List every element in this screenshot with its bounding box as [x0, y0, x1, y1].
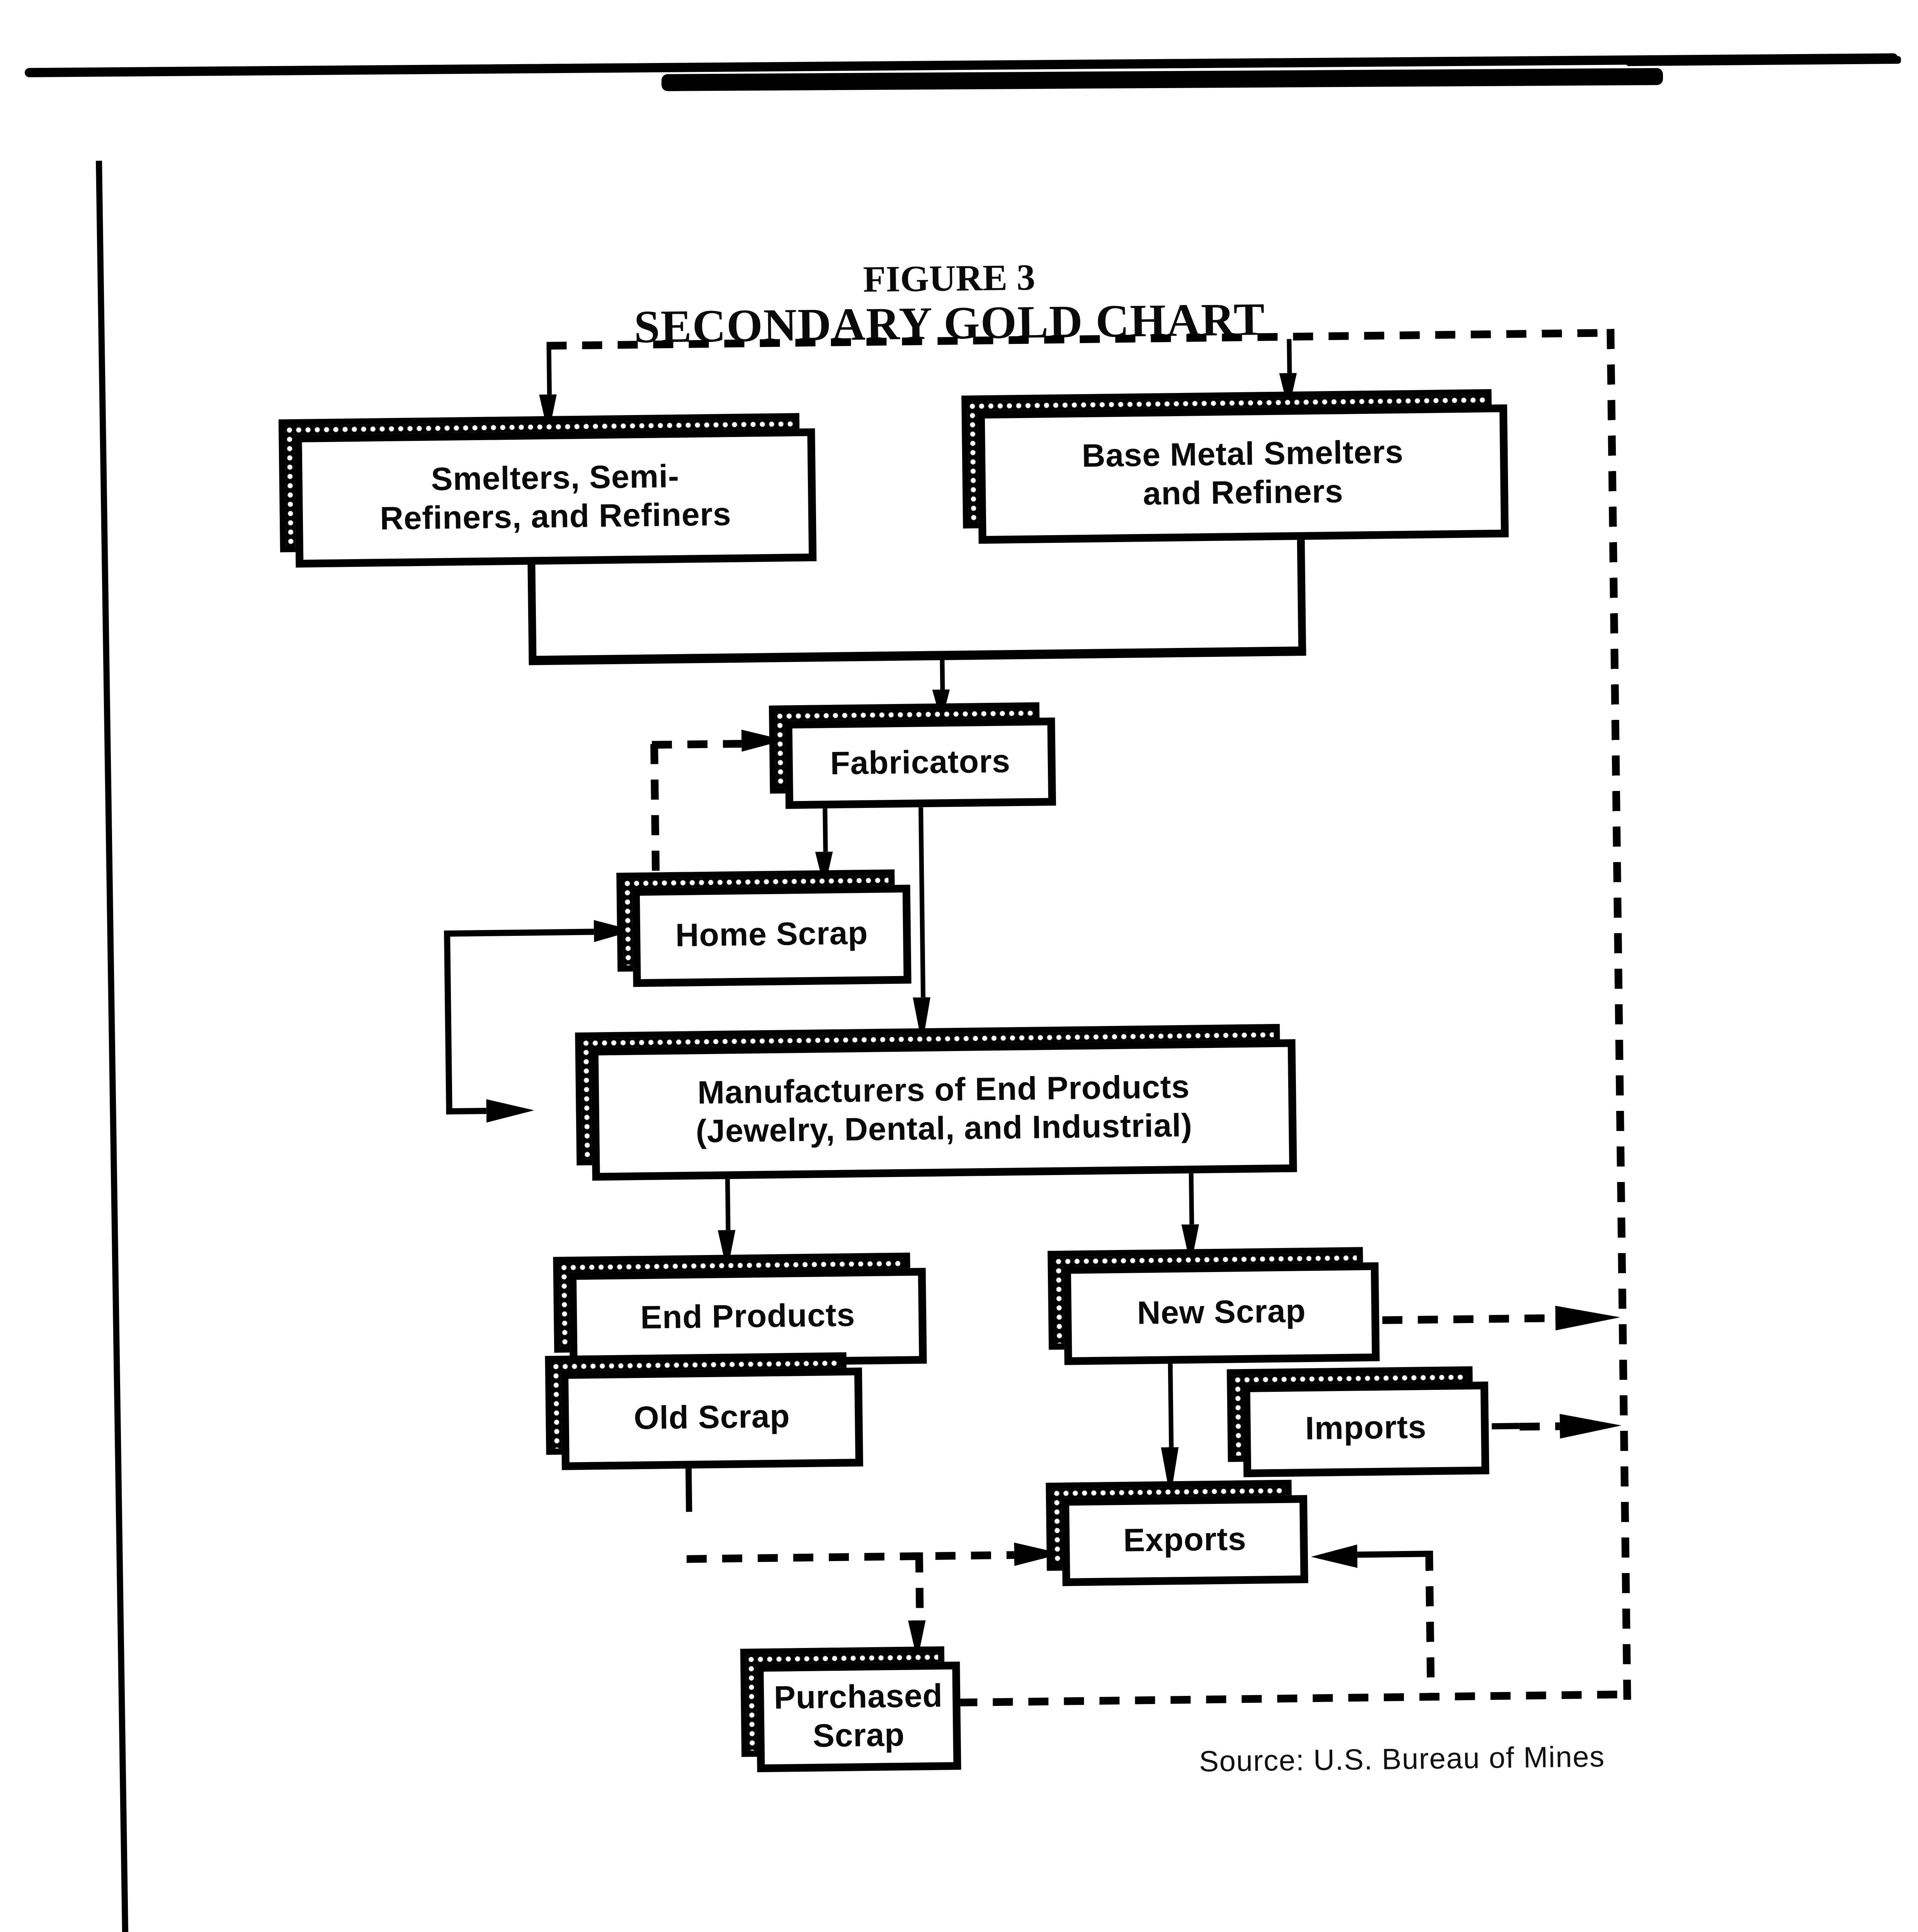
- node-smelters: Smelters, Semi- Refiners, and Refiners: [278, 413, 817, 568]
- arrow-into-exports-right-icon: [1311, 1543, 1358, 1571]
- node-home-scrap-label: Home Scrap: [675, 917, 868, 955]
- smelters-merge-bar: [529, 646, 1306, 665]
- node-exports: Exports: [1046, 1480, 1308, 1586]
- node-exports-label: Exports: [1123, 1522, 1247, 1559]
- old-scrap-dashed-line: [686, 1551, 1014, 1562]
- imports-exit-arrow-icon: [1559, 1411, 1622, 1441]
- node-new-scrap-label: New Scrap: [1137, 1294, 1306, 1333]
- old-scrap-exit-stub-line: [685, 1468, 692, 1512]
- exchange-loop-bottom-line: [446, 1107, 486, 1115]
- source-note: Source: U.S. Bureau of Mines: [1199, 1742, 1605, 1779]
- fabricators-to-home-scrap-line: [823, 808, 828, 852]
- exchange-loop-vertical-line: [444, 930, 452, 1115]
- node-old-scrap: Old Scrap: [545, 1352, 864, 1470]
- node-smelters-label: Smelters, Semi- Refiners, and Refiners: [379, 459, 732, 537]
- node-manufacturers: Manufacturers of End Products (Jewelry, …: [575, 1024, 1297, 1181]
- node-manufacturers-label: Manufacturers of End Products (Jewelry, …: [695, 1069, 1193, 1150]
- dashed-right-return-line: [1607, 329, 1631, 1700]
- exchange-loop-top-line: [447, 929, 594, 937]
- merge-drop-line: [940, 660, 945, 690]
- node-imports-label: Imports: [1305, 1410, 1427, 1448]
- exports-right-stub-line: [1357, 1551, 1428, 1558]
- fabricators-to-manufacturers-line: [918, 807, 926, 998]
- node-new-scrap: New Scrap: [1047, 1247, 1380, 1365]
- home-scrap-return-dashed-horizontal: [652, 740, 742, 748]
- node-fabricators: Fabricators: [769, 702, 1056, 809]
- drop-line-to-base-metal: [1287, 339, 1292, 373]
- drop-line-to-smelters: [546, 348, 552, 395]
- node-base-metal-smelters: Base Metal Smelters and Refiners: [961, 389, 1509, 544]
- arrow-toward-manufacturers-icon: [486, 1096, 534, 1125]
- node-home-scrap: Home Scrap: [616, 869, 911, 987]
- node-end-products-label: End Products: [640, 1298, 855, 1337]
- node-purchased-scrap: Purchased Scrap: [740, 1646, 961, 1772]
- node-base-metal-label: Base Metal Smelters and Refiners: [1081, 435, 1404, 513]
- node-purchased-scrap-label: Purchased Scrap: [774, 1678, 943, 1755]
- imports-exit-stub-line: [1491, 1423, 1520, 1430]
- node-fabricators-label: Fabricators: [830, 744, 1011, 782]
- manufacturers-to-end-products-line: [725, 1179, 731, 1230]
- home-scrap-return-dashed-vertical: [650, 744, 659, 888]
- new-scrap-exit-arrow-icon: [1555, 1303, 1620, 1333]
- smelters-merge-right-line: [1297, 539, 1306, 653]
- imports-exit-dashed-line: [1519, 1422, 1560, 1430]
- smelters-merge-left-line: [527, 565, 537, 662]
- node-old-scrap-label: Old Scrap: [633, 1400, 791, 1437]
- manufacturers-to-new-scrap-line: [1189, 1173, 1194, 1225]
- node-end-products: End Products: [553, 1252, 927, 1368]
- branch-to-purchased-scrap-dashed: [915, 1552, 923, 1621]
- exports-right-dashed-vertical: [1425, 1551, 1434, 1696]
- new-scrap-to-exports-line: [1168, 1364, 1174, 1447]
- dashed-bottom-return-line: [957, 1690, 1630, 1706]
- new-scrap-exit-dashed-line: [1382, 1314, 1556, 1323]
- node-imports: Imports: [1227, 1366, 1490, 1478]
